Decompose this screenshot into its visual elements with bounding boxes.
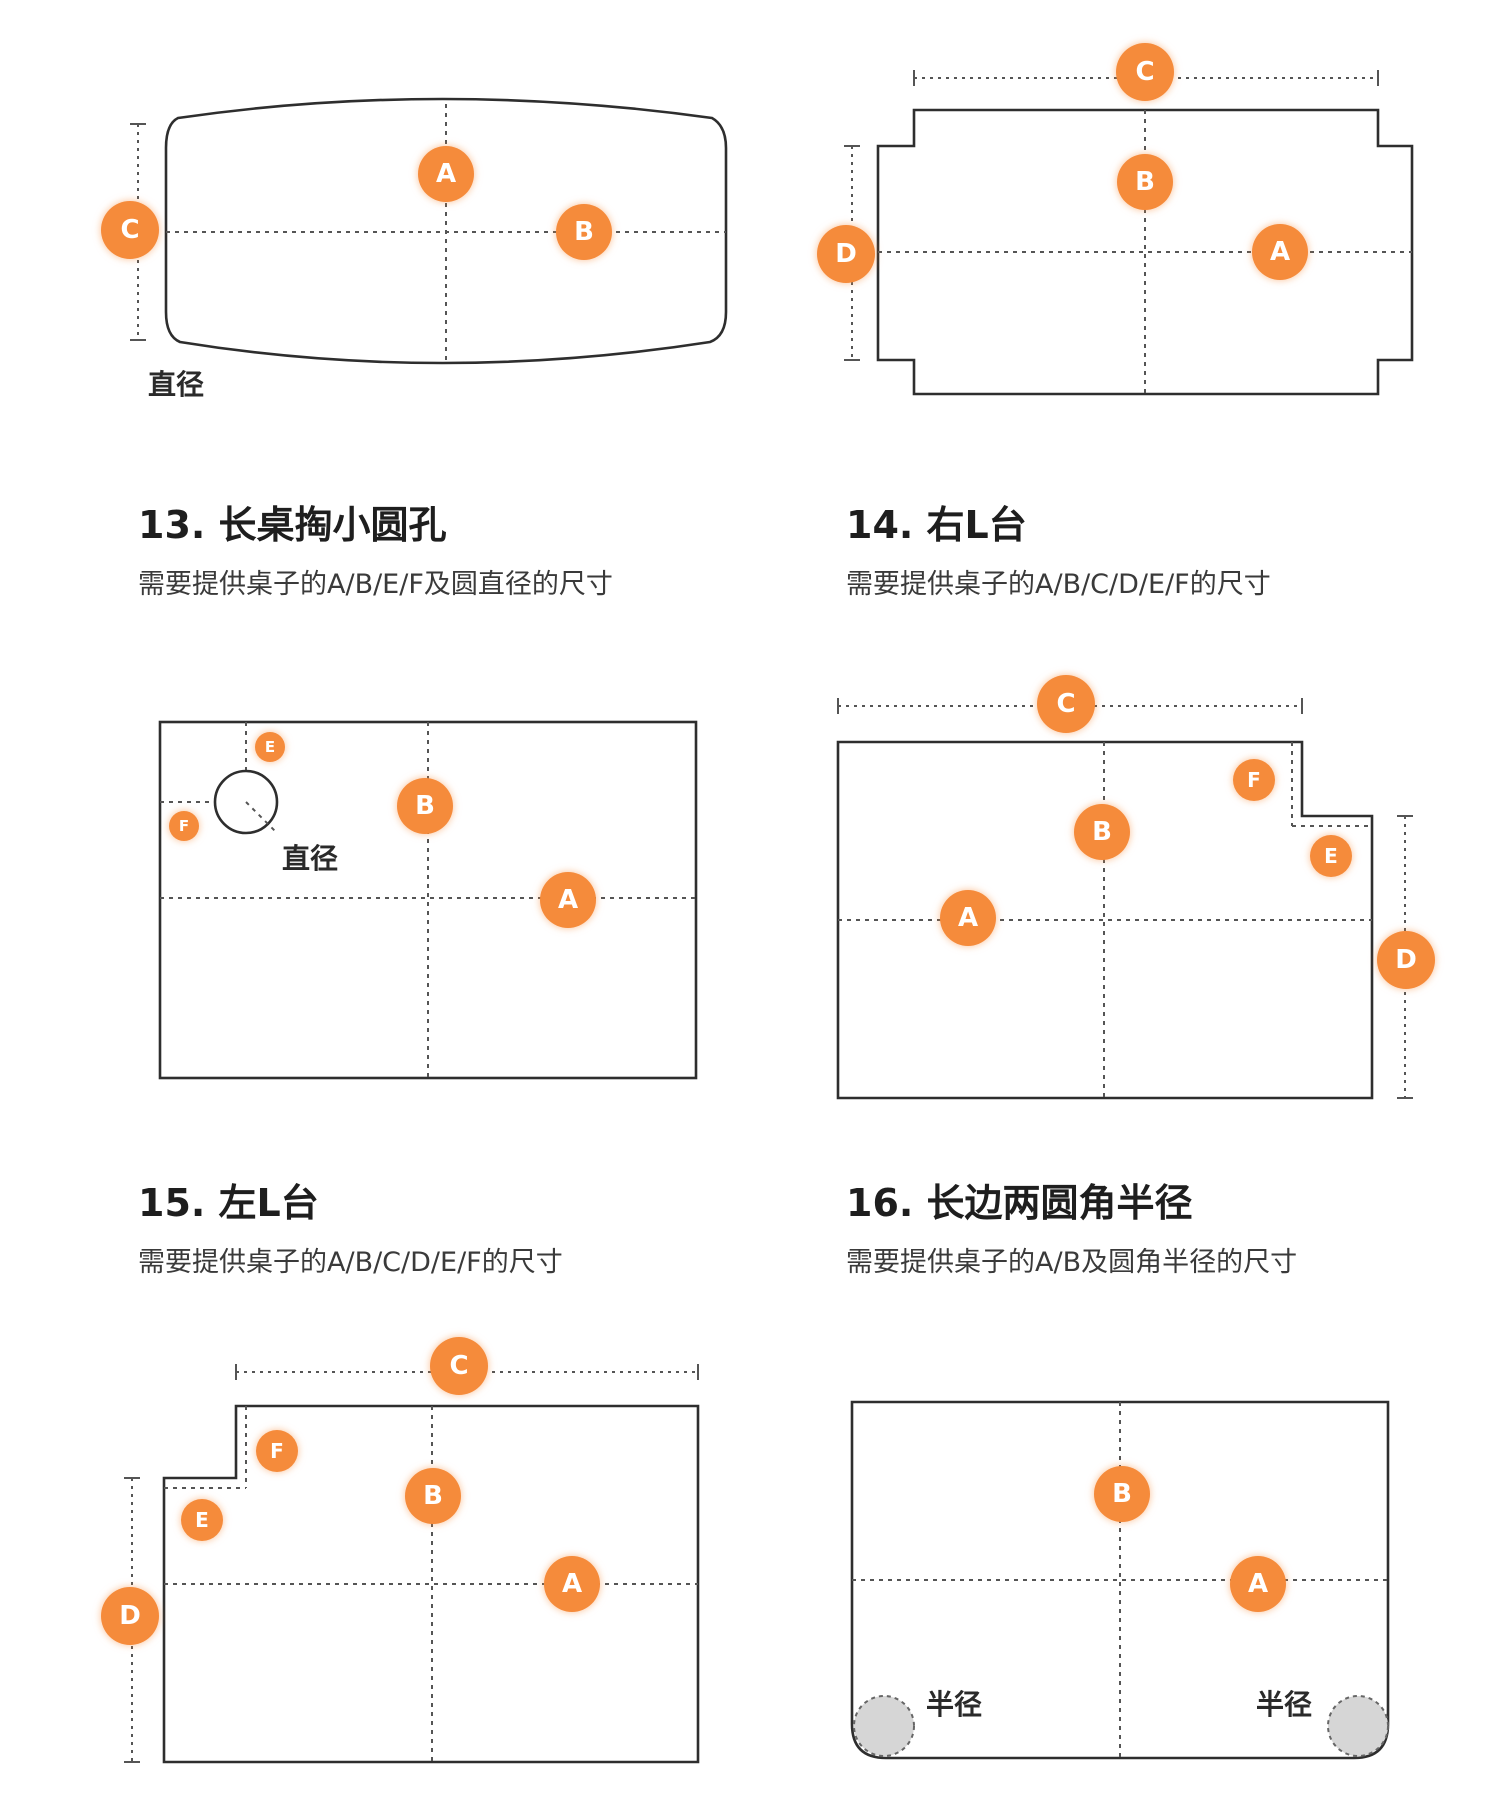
svg-text:B: B xyxy=(574,217,594,247)
badge-f: F xyxy=(1233,759,1275,801)
notched-table-outline xyxy=(876,108,1414,396)
svg-text:E: E xyxy=(1324,844,1338,868)
badge-d: D xyxy=(101,1587,159,1645)
badge-b: B xyxy=(556,204,612,260)
badge-a: A xyxy=(540,872,596,928)
svg-text:C: C xyxy=(449,1351,468,1381)
left-l-table-outline xyxy=(162,1404,700,1764)
diagram-notched-table: C B A D xyxy=(817,43,1414,396)
svg-text:D: D xyxy=(835,239,857,269)
svg-text:E: E xyxy=(265,738,275,756)
svg-text:C: C xyxy=(120,215,139,245)
right-corner-radius-marker xyxy=(1327,1695,1389,1757)
svg-text:A: A xyxy=(958,903,978,933)
svg-text:A: A xyxy=(436,159,456,189)
svg-text:A: A xyxy=(558,885,578,915)
svg-text:A: A xyxy=(1270,237,1290,267)
svg-text:B: B xyxy=(1112,1479,1132,1509)
diagram-hole-table: 直径 E F B A xyxy=(158,720,698,1080)
badge-d: D xyxy=(1377,931,1435,989)
svg-text:C: C xyxy=(1056,689,1075,719)
right-l-table-outline xyxy=(836,740,1374,1100)
svg-text:E: E xyxy=(195,1508,209,1532)
badge-a: A xyxy=(544,1556,600,1612)
section-13-desc: 需要提供桌子的A/B/E/F及圆直径的尺寸 xyxy=(138,569,613,600)
badge-c: C xyxy=(1037,675,1095,733)
section-15-title: 15. 左L台 xyxy=(138,1181,319,1225)
badge-f: F xyxy=(169,811,199,841)
svg-text:F: F xyxy=(270,1439,284,1463)
badge-c: C xyxy=(1116,43,1174,101)
diagram-barrel-table: 直径 A B C xyxy=(101,97,728,401)
badge-a: A xyxy=(1252,224,1308,280)
svg-text:B: B xyxy=(1092,817,1112,847)
svg-text:B: B xyxy=(423,1481,443,1511)
barrel-diameter-label: 直径 xyxy=(148,368,204,401)
badge-b: B xyxy=(397,778,453,834)
badge-e: E xyxy=(255,732,285,762)
diagram-right-l-table: C B A F E D xyxy=(836,675,1435,1100)
hole-diameter-leader xyxy=(245,801,277,833)
svg-text:C: C xyxy=(1135,57,1154,87)
badge-c: C xyxy=(101,201,159,259)
diagram-left-l-table: C F E B A D xyxy=(101,1337,700,1764)
section-16-desc: 需要提供桌子的A/B及圆角半径的尺寸 xyxy=(846,1247,1298,1278)
svg-text:F: F xyxy=(1247,768,1261,792)
badge-a: A xyxy=(1230,1556,1286,1612)
badge-a: A xyxy=(940,890,996,946)
section-14-title: 14. 右L台 xyxy=(846,503,1027,547)
svg-text:A: A xyxy=(562,1569,582,1599)
svg-text:A: A xyxy=(1248,1569,1268,1599)
section-14-desc: 需要提供桌子的A/B/C/D/E/F的尺寸 xyxy=(846,569,1271,600)
section-16-title: 16. 长边两圆角半径 xyxy=(846,1181,1193,1225)
left-corner-radius-marker xyxy=(853,1695,915,1757)
svg-text:D: D xyxy=(119,1601,141,1631)
svg-text:B: B xyxy=(1135,167,1155,197)
badge-e: E xyxy=(181,1499,223,1541)
rounded-table-outline xyxy=(850,1400,1390,1760)
left-radius-label: 半径 xyxy=(926,1688,982,1721)
badge-f: F xyxy=(256,1430,298,1472)
right-radius-label: 半径 xyxy=(1256,1688,1312,1721)
badge-b: B xyxy=(1117,154,1173,210)
badge-b: B xyxy=(1094,1466,1150,1522)
section-13-title: 13. 长桌掏小圆孔 xyxy=(138,503,447,547)
diagram-rounded-corner-table: 半径 半径 B A xyxy=(850,1400,1390,1760)
badge-d: D xyxy=(817,225,875,283)
badge-a: A xyxy=(418,146,474,202)
hole-diameter-label: 直径 xyxy=(282,842,338,875)
svg-text:B: B xyxy=(415,791,435,821)
svg-text:F: F xyxy=(179,817,189,835)
section-15-desc: 需要提供桌子的A/B/C/D/E/F的尺寸 xyxy=(138,1247,563,1278)
svg-text:D: D xyxy=(1395,945,1417,975)
badge-e: E xyxy=(1310,835,1352,877)
badge-b: B xyxy=(405,1468,461,1524)
badge-c: C xyxy=(430,1337,488,1395)
badge-b: B xyxy=(1074,804,1130,860)
